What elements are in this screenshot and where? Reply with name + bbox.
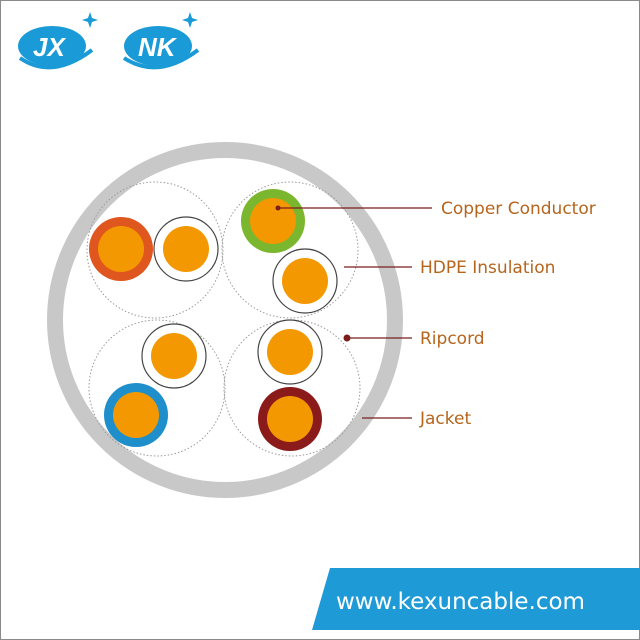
jx-logo: JX	[18, 12, 98, 70]
jx-logo-badge	[18, 26, 86, 66]
nk-logo: NK	[122, 12, 200, 70]
ripcord-marker	[343, 334, 351, 342]
footer-banner	[312, 568, 640, 630]
nk-logo-text: NK	[138, 32, 178, 62]
copper-core	[163, 226, 209, 272]
sparkle-icon	[82, 12, 98, 28]
sparkle-icon	[182, 12, 198, 28]
pair-boundary-green	[221, 181, 359, 319]
label-ripcord: Ripcord	[420, 329, 485, 349]
pair-boundary-orange	[86, 181, 224, 319]
wire-brown	[258, 387, 322, 451]
copper-core	[267, 329, 313, 375]
pair-boundary-blue	[88, 319, 226, 457]
footer-url[interactable]: www.kexuncable.com	[336, 589, 585, 615]
wire-orange	[89, 217, 153, 281]
jx-logo-text: JX	[33, 32, 66, 62]
wire-orange-white	[153, 216, 219, 282]
copper-core	[98, 226, 144, 272]
wire-green-white	[272, 248, 338, 314]
copper-core	[151, 333, 197, 379]
copper-core	[250, 198, 296, 244]
wire-blue	[104, 383, 168, 447]
leader-dot-conductor	[275, 205, 281, 211]
copper-core	[113, 392, 159, 438]
wire-brown-white	[257, 319, 323, 385]
label-hdpe-insulation: HDPE Insulation	[420, 258, 555, 278]
label-jacket: Jacket	[419, 409, 471, 429]
copper-core	[267, 396, 313, 442]
copper-core	[282, 258, 328, 304]
wire-green	[241, 189, 305, 253]
jx-logo-swoosh	[18, 48, 94, 70]
label-copper-conductor: Copper Conductor	[441, 199, 596, 219]
jacket-ring	[47, 142, 403, 498]
nk-logo-swoosh	[122, 48, 200, 70]
wire-blue-white	[141, 323, 207, 389]
nk-logo-badge	[124, 26, 192, 66]
